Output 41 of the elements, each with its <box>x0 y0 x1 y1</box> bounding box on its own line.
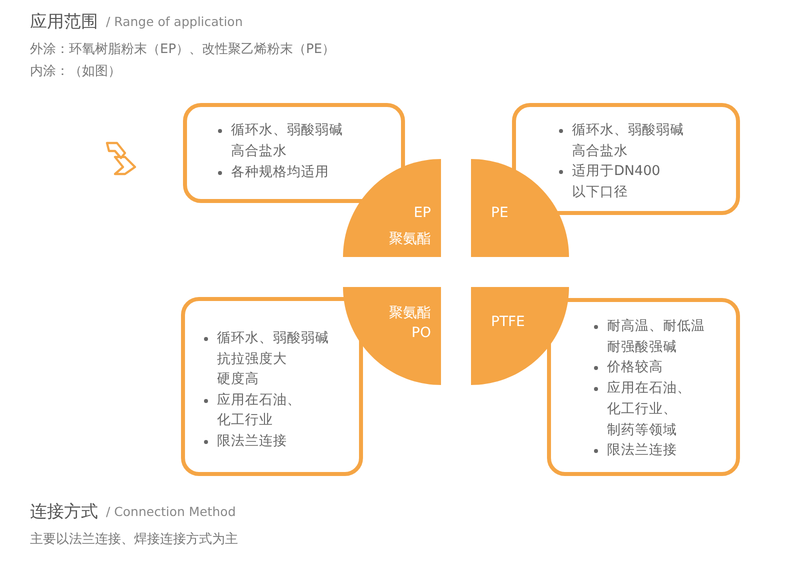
sector-label: EP <box>414 204 431 223</box>
sector-label: 聚氨酯 <box>389 230 431 249</box>
rounded-text-box <box>183 103 405 203</box>
rounded-text-box <box>181 297 363 476</box>
list-item-text: 耐强酸强碱 <box>607 338 677 357</box>
list-item-text: 适用于DN400 <box>572 162 660 181</box>
rounded-text-box <box>512 103 740 215</box>
description-text: 外涂：环氧树脂粉末（EP）、改性聚乙烯粉末（PE） <box>30 41 336 58</box>
list-item-text: 限法兰连接 <box>607 441 677 460</box>
rounded-text-box <box>547 298 740 476</box>
list-item-text: 循环水、弱酸弱碱 <box>217 329 329 348</box>
list-item-text: 硬度高 <box>217 370 259 389</box>
section-subheading: / Range of application <box>106 14 243 29</box>
list-item-text: 限法兰连接 <box>217 432 287 450</box>
quarter-circle-sector <box>471 287 569 385</box>
section-heading: 连接方式 <box>30 501 98 523</box>
list-item-text: 以下口径 <box>572 182 628 202</box>
sector-label: PE <box>491 204 508 223</box>
sector-label: PO <box>412 324 431 343</box>
list-item-text: 抗拉强度大 <box>217 350 287 368</box>
sector-label: PTFE <box>491 313 525 332</box>
section-heading: 应用范围 <box>30 11 98 33</box>
list-item-text: 循环水、弱酸弱碱 <box>231 121 343 140</box>
description-text: 内涂：（如图） <box>30 63 121 80</box>
sector-label: 聚氨酯 <box>389 304 431 323</box>
quarter-circle-sector <box>343 159 441 257</box>
list-item-text: 应用在石油、 <box>607 379 691 398</box>
description-text: 主要以法兰连接、焊接连接方式为主 <box>30 531 238 548</box>
list-item-text: 化工行业、 <box>607 400 677 419</box>
list-item-text: 高合盐水 <box>231 142 287 161</box>
list-item-text: 高合盐水 <box>572 142 628 160</box>
list-item-text: 应用在石油、 <box>217 390 301 410</box>
list-item-text: 循环水、弱酸弱碱 <box>572 121 684 140</box>
list-item-text: 价格较高 <box>607 358 663 378</box>
quarter-circle-sector <box>471 159 569 257</box>
list-item-text: 耐高温、耐低温 <box>607 317 705 336</box>
section-subheading: / Connection Method <box>106 504 236 519</box>
list-item-text: 化工行业 <box>217 411 273 430</box>
list-item-text: 各种规格均适用 <box>231 163 329 182</box>
list-item-text: 制药等领域 <box>607 420 677 440</box>
quarter-circle-sector <box>343 287 441 385</box>
